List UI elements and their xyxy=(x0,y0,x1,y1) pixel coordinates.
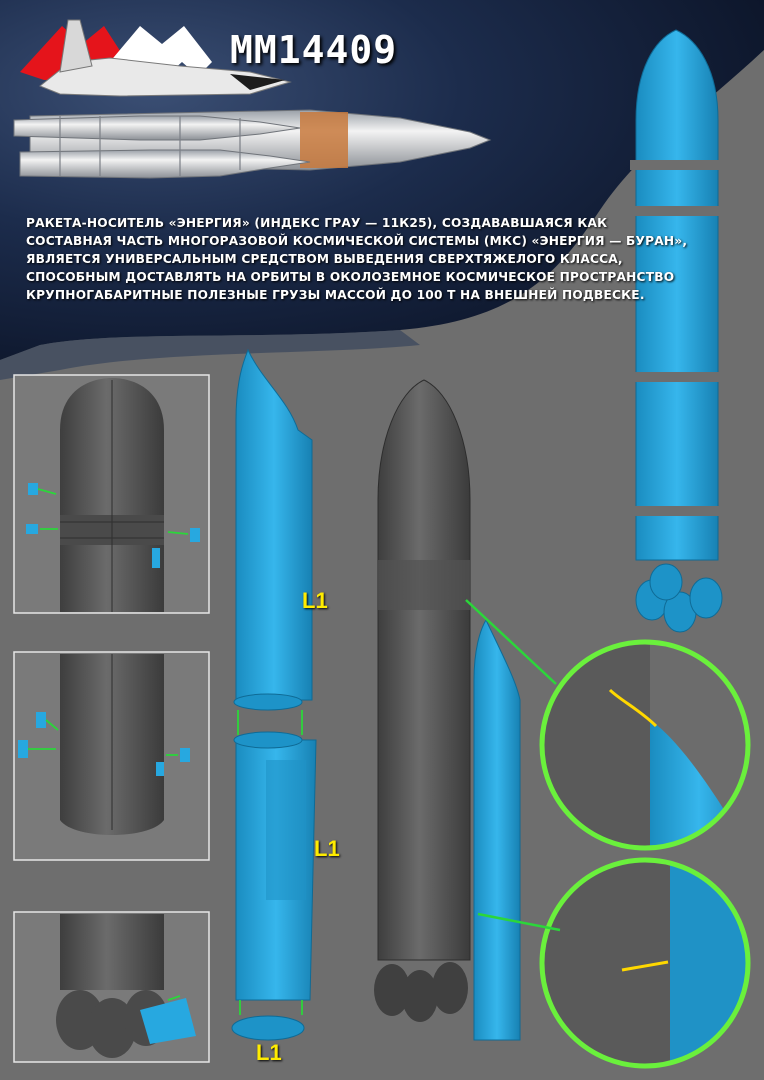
description-line: ЯВЛЯЕТСЯ УНИВЕРСАЛЬНЫМ СРЕДСТВОМ ВЫВЕДЕН… xyxy=(26,252,623,266)
description-text: РАКЕТА-НОСИТЕЛЬ «ЭНЕРГИЯ» (ИНДЕКС ГРАУ —… xyxy=(26,214,688,304)
blue-booster-exploded xyxy=(231,348,317,1041)
attached-blue-booster xyxy=(473,618,521,1041)
part-label-base: L1 xyxy=(256,1040,282,1065)
part-label-lower: L1 xyxy=(314,836,340,861)
detail-panel-bottom xyxy=(13,911,210,1063)
description-line: СОСТАВНАЯ ЧАСТЬ МНОГОРАЗОВОЙ КОСМИЧЕСКОЙ… xyxy=(26,234,688,248)
description-line: РАКЕТА-НОСИТЕЛЬ «ЭНЕРГИЯ» (ИНДЕКС ГРАУ —… xyxy=(26,216,608,230)
callout-detail-lower xyxy=(539,857,751,1069)
callout-detail-upper xyxy=(539,639,751,851)
part-label-upper: L1 xyxy=(302,588,328,613)
assembly-arrow-icon xyxy=(465,599,561,932)
product-code: MM14409 xyxy=(230,28,398,72)
exploded-core-stack xyxy=(630,29,730,633)
energia-buran-illustration xyxy=(13,19,492,179)
detail-panel-top xyxy=(13,374,210,614)
detail-panel-middle xyxy=(13,651,210,861)
description-line: КРУПНОГАБАРИТНЫЕ ПОЛЕЗНЫЕ ГРУЗЫ МАССОЙ Д… xyxy=(26,288,645,302)
description-line: СПОСОБНЫМ ДОСТАВЛЯТЬ НА ОРБИТЫ В ОКОЛОЗЕ… xyxy=(26,270,675,284)
core-rocket xyxy=(374,379,471,1022)
